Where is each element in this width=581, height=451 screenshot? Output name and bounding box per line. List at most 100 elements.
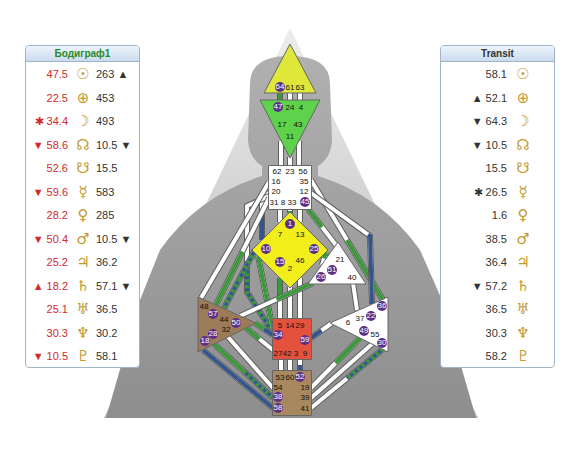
gate-line-value: 28.2 [47, 208, 68, 222]
channel [311, 344, 372, 398]
gate-line-value: 57.1 ▼ [96, 279, 131, 293]
gate-line-value: 36.5 [96, 302, 117, 316]
channel-outline [203, 350, 273, 408]
sacral-center: 514293459274239 [272, 318, 312, 360]
ajna-center: 47244174311 [260, 99, 320, 160]
channel [246, 328, 273, 350]
gate-line-value: 15.5 [486, 161, 507, 175]
gate-line-value: 493 [96, 114, 114, 128]
gate-line-value: ✱ 26.5 [474, 185, 507, 199]
channel-fill [246, 328, 273, 350]
solar-plexus-center: 3622376495530 [328, 295, 390, 354]
channel [281, 141, 282, 166]
channel [281, 359, 282, 371]
planet-symbol: ♂ [516, 231, 529, 247]
gate-number: 60 [286, 373, 295, 382]
planet-symbol: ♃ [76, 254, 89, 270]
planet-symbol: ♂ [76, 231, 89, 247]
active-gate-number: 47 [273, 102, 283, 112]
planet-symbol: ♄ [516, 278, 529, 294]
gate-number: 13 [296, 230, 305, 239]
channel-activation [368, 235, 372, 304]
gate-line-value: 52.6 [47, 161, 68, 175]
gate-line-value: 25.2 [47, 255, 68, 269]
channel-fill [298, 278, 302, 319]
gate-line-value: 285 [96, 208, 114, 222]
center-outline [273, 319, 312, 360]
channel-activation [255, 323, 264, 329]
gate-line-value: ▼ 57.2 [472, 279, 507, 293]
gate-line-value: 47.5 [47, 67, 68, 81]
active-gate-number: 64 [275, 82, 285, 92]
planet-symbol: ☉ [516, 66, 529, 82]
gate-number: 12 [300, 187, 309, 196]
channel-outline [311, 344, 372, 398]
active-gate-number: 10 [261, 244, 271, 254]
channel-fill [279, 141, 283, 166]
gate-number: 56 [299, 167, 308, 176]
gate-number: 31 [270, 198, 279, 207]
channel-activation [240, 250, 256, 279]
channel-outline [201, 182, 269, 298]
gate-number: 33 [288, 198, 297, 207]
gate-number: 8 [281, 198, 285, 207]
channel-fill [297, 141, 301, 166]
gate-number: 53 [276, 373, 285, 382]
gate-line-value: 58.1 [96, 349, 117, 363]
active-gate-number: 1 [285, 219, 295, 229]
center-outline [330, 297, 388, 352]
throat-center: 622356163520123183345 [268, 165, 312, 210]
active-gate-number: 45 [300, 197, 310, 207]
planet-symbol: ☊ [76, 137, 89, 153]
gate-number: 29 [296, 321, 305, 330]
planet-symbol: ♅ [76, 301, 89, 317]
channel-fill [255, 323, 273, 335]
channel-outline [353, 283, 357, 310]
channel-activation [224, 279, 240, 308]
planet-symbol: ☿ [78, 184, 87, 200]
channel-outline [240, 283, 313, 316]
channel [300, 209, 301, 222]
planet-symbol: ♀ [78, 207, 89, 223]
channel [300, 278, 301, 319]
gate-number: 54 [274, 383, 283, 392]
heart-center: 21512640 [306, 240, 368, 286]
channel-activation [347, 349, 383, 379]
gate-line-value: 36.5 [486, 302, 507, 316]
gate-number: 43 [294, 120, 303, 129]
gate-number: 23 [286, 167, 295, 176]
channel [290, 359, 291, 371]
active-gate-number: 30 [377, 338, 387, 348]
spleen-center: 48574450322818 [196, 295, 258, 354]
center-outline [269, 166, 312, 210]
active-gate-number: 58 [273, 403, 283, 413]
channel-fill [311, 323, 332, 338]
active-gate-number: 18 [200, 336, 210, 346]
gate-number: 48 [200, 302, 209, 311]
channel-fill [288, 359, 292, 371]
planet-symbol: ⊕ [517, 90, 530, 106]
gate-line-value: 263 ▲ [96, 67, 128, 81]
active-gate-number: 49 [359, 326, 369, 336]
gate-number: 11 [286, 132, 294, 141]
planet-symbol: ♇ [76, 348, 89, 364]
active-gate-number: 50 [231, 318, 241, 328]
channel [240, 283, 313, 316]
channel [300, 359, 301, 371]
active-gate-number: 22 [366, 311, 376, 321]
channel-activation [246, 328, 260, 339]
channel-fill [201, 182, 269, 298]
channel-activation [224, 279, 240, 308]
active-gate-number: 51 [327, 265, 337, 275]
planet-symbol: ♀ [518, 207, 529, 223]
active-gate-number: 38 [273, 392, 283, 402]
gate-number: 9 [303, 349, 307, 358]
gate-line-value: 36.4 [486, 255, 507, 269]
channel [214, 344, 273, 398]
gate-number: 3 [294, 349, 298, 358]
gate-number: 39 [301, 393, 310, 402]
gate-number: 17 [278, 120, 287, 129]
channel [203, 350, 273, 408]
active-gate-number: 57 [208, 309, 218, 319]
center-outline [308, 242, 366, 284]
